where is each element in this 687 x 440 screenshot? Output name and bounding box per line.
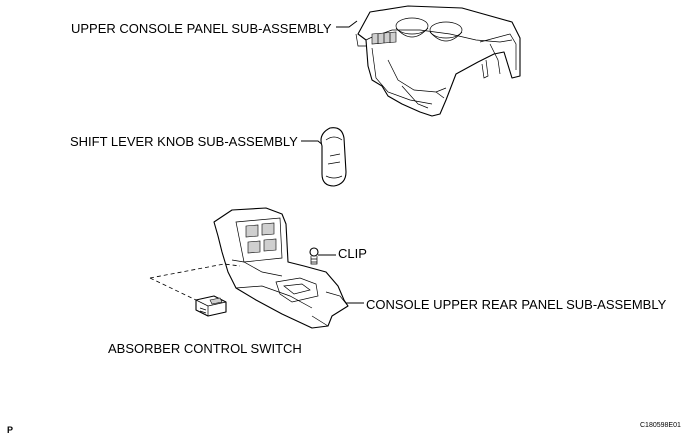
label-shift-lever-knob: SHIFT LEVER KNOB SUB-ASSEMBLY — [70, 134, 298, 149]
corner-mark: P — [7, 425, 13, 435]
figure-code: C180598E01 — [640, 422, 681, 429]
label-absorber-control-switch: ABSORBER CONTROL SWITCH — [108, 341, 302, 356]
upper-console-panel-part — [355, 5, 521, 117]
absorber-control-switch-part — [195, 295, 227, 317]
console-upper-rear-panel-part — [213, 207, 349, 329]
label-clip: CLIP — [338, 246, 367, 261]
shift-lever-knob-part — [320, 127, 347, 187]
switch-relation-lines — [149, 263, 241, 301]
clip-part — [309, 247, 319, 265]
label-console-upper-rear-panel: CONSOLE UPPER REAR PANEL SUB-ASSEMBLY — [366, 297, 667, 312]
label-upper-console-panel: UPPER CONSOLE PANEL SUB-ASSEMBLY — [71, 21, 332, 36]
